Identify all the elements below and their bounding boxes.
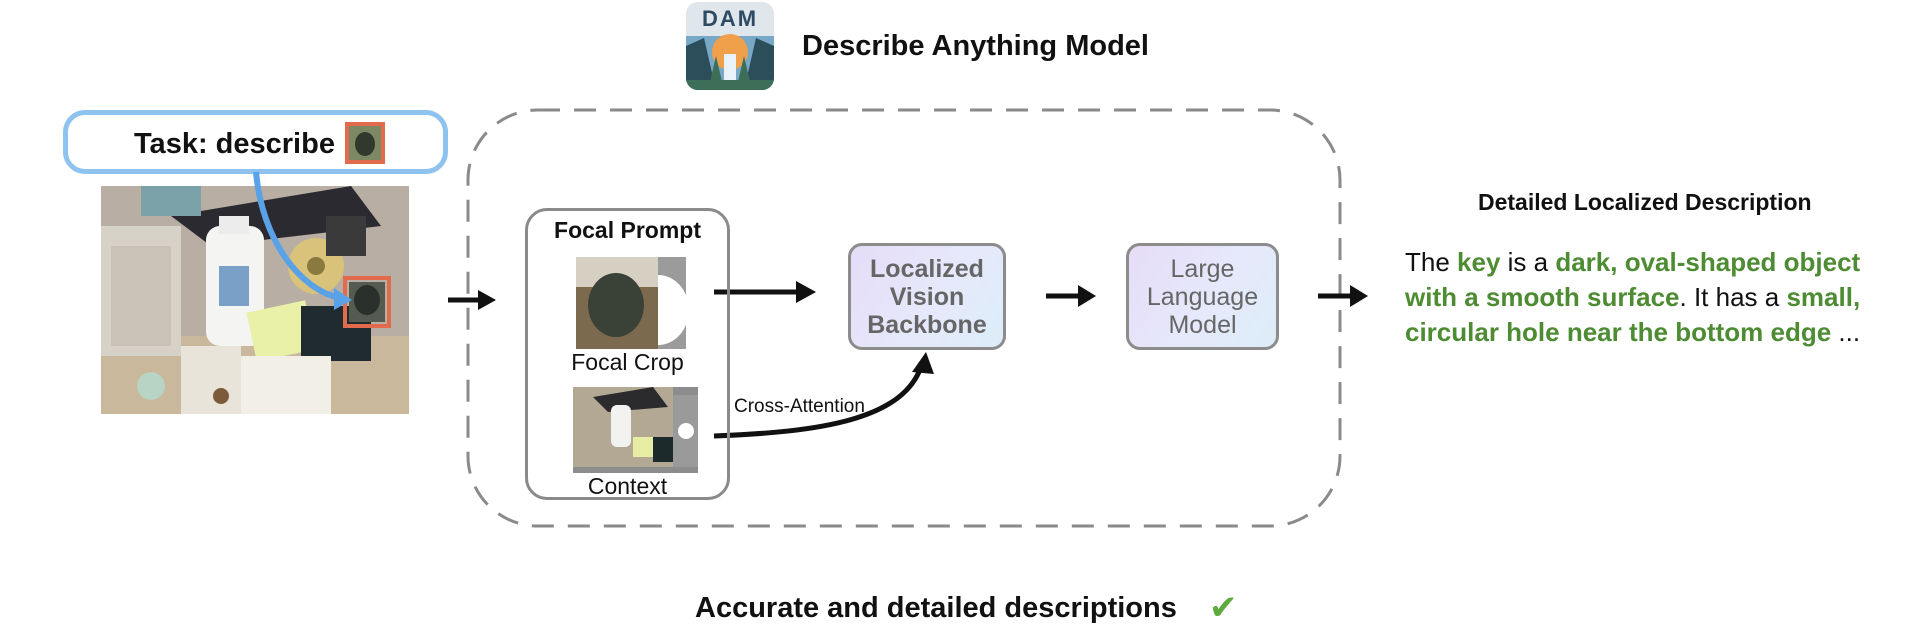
description-title: Detailed Localized Description (1478, 189, 1812, 215)
context-label: Context (587, 473, 668, 499)
key-thumbnail-icon (345, 122, 385, 164)
input-photo (101, 186, 409, 414)
logo-text: DAM (701, 6, 759, 31)
task-pointer-arrow (253, 171, 341, 301)
model-title: Describe Anything Model (802, 30, 1149, 62)
focal-prompt-panel: Focal Prompt Focal Crop Context (525, 208, 730, 500)
arrow-input-to-prompt-head (478, 290, 496, 310)
arrow-backbone-to-llm-head (1078, 285, 1096, 307)
task-box: Task: describe (63, 110, 448, 174)
cross-attention-label: Cross-Attention (734, 396, 865, 417)
description-segment: ... (1831, 317, 1861, 347)
dam-logo: DAM (686, 2, 774, 90)
localized-vision-backbone-block: Localized Vision Backbone (848, 243, 1006, 350)
task-label: Task: describe (134, 128, 335, 160)
bottom-caption: Accurate and detailed descriptions (695, 592, 1177, 624)
description-highlight: dark, oval-shaped object with a smooth s… (1405, 247, 1861, 312)
description-text: The key is a dark, oval-shaped object wi… (1405, 245, 1900, 350)
description-highlight: key (1457, 247, 1501, 277)
model-container-border (466, 108, 1342, 528)
description-segment: The (1405, 247, 1458, 277)
check-mark-icon: ✔ (1209, 589, 1238, 627)
description-segment: . It has a (1679, 282, 1787, 312)
arrow-context-to-backbone (713, 363, 925, 439)
arrow-crop-to-backbone-head (796, 281, 816, 303)
logo-image (686, 2, 774, 90)
arrow-context-to-backbone-head (912, 352, 934, 374)
large-language-model-block: Large Language Model (1126, 243, 1279, 350)
arrow-llm-to-output-head (1350, 285, 1368, 307)
focal-crop-image (576, 257, 686, 349)
description-highlight: small, circular hole near the bottom edg… (1405, 282, 1861, 347)
context-image (573, 387, 698, 473)
focal-prompt-title: Focal Prompt (554, 217, 701, 243)
task-pointer-arrowhead (334, 288, 352, 310)
focal-crop-label: Focal Crop (571, 349, 684, 375)
description-segment: is a (1500, 247, 1556, 277)
